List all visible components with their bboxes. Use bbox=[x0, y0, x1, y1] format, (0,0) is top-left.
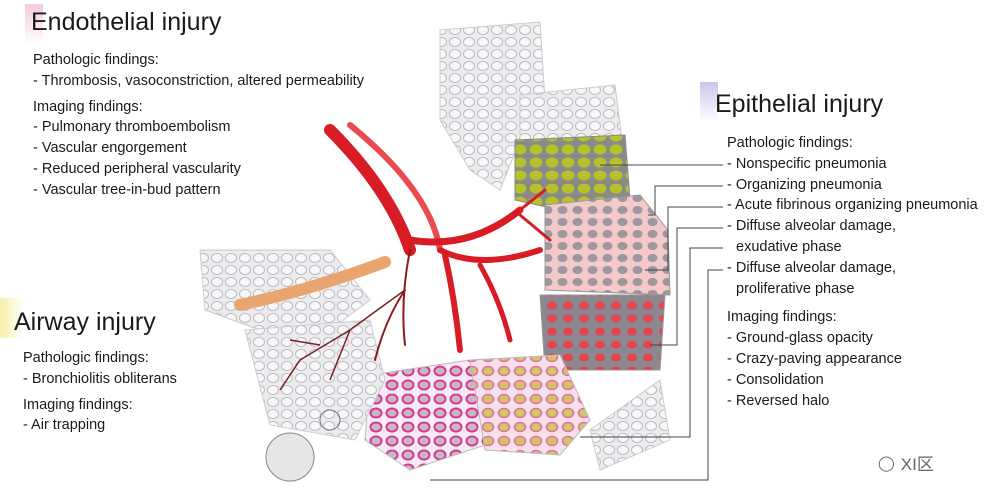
bronchiolitis-segment bbox=[364, 359, 486, 471]
leader-lines bbox=[430, 164, 723, 481]
bronchus bbox=[234, 256, 391, 311]
finding-item: - Pulmonary thromboembolism bbox=[33, 119, 231, 136]
air-trapping-lobe bbox=[244, 319, 386, 441]
epithelial-findings: Pathologic findings: - Nonspecific pneum… bbox=[727, 133, 978, 411]
finding-item-cont: proliferative phase bbox=[736, 280, 855, 297]
finding-item: - Crazy-paving appearance bbox=[727, 350, 902, 367]
finding-item: - Vascular engorgement bbox=[33, 140, 187, 157]
finding-item: - Nonspecific pneumonia bbox=[727, 155, 887, 172]
afop-segment bbox=[469, 354, 591, 456]
finding-item: - Ground-glass opacity bbox=[727, 330, 873, 347]
imaging-heading: Imaging findings: bbox=[23, 396, 133, 413]
magnified-region bbox=[319, 409, 341, 431]
magnifier-inset bbox=[265, 432, 315, 482]
finding-item-cont: exudative phase bbox=[736, 238, 842, 255]
finding-item: - Organizing pneumonia bbox=[727, 176, 882, 193]
pathologic-heading: Pathologic findings: bbox=[727, 135, 853, 151]
epithelial-accent bbox=[700, 82, 718, 122]
airway-title: Airway injury bbox=[14, 308, 156, 336]
imaging-heading: Imaging findings: bbox=[33, 98, 143, 115]
finding-item: - Bronchiolitis obliterans bbox=[23, 370, 177, 387]
pathologic-heading: Pathologic findings: bbox=[33, 52, 159, 68]
organizing-pneumonia-segment bbox=[544, 194, 671, 296]
finding-item: - Thrombosis, vasoconstriction, altered … bbox=[33, 72, 364, 89]
endothelial-title: Endothelial injury bbox=[31, 8, 222, 36]
airway-findings: Pathologic findings: - Bronchiolitis obl… bbox=[23, 348, 177, 436]
finding-item: - Reversed halo bbox=[727, 392, 830, 409]
finding-item: - Acute fibrinous organizing pneumonia bbox=[727, 197, 978, 214]
finding-item: - Reduced peripheral vascularity bbox=[33, 160, 241, 177]
watermark: ◯ XI区 bbox=[878, 450, 934, 475]
finding-item: - Air trapping bbox=[23, 417, 106, 434]
airway-accent bbox=[0, 298, 24, 338]
finding-item: - Diffuse alveolar damage, bbox=[727, 218, 896, 235]
endothelial-findings: Pathologic findings: - Thrombosis, vasoc… bbox=[33, 50, 364, 201]
endothelial-accent bbox=[25, 4, 43, 44]
upper-lobe bbox=[439, 21, 546, 191]
finding-item: - Vascular tree-in-bud pattern bbox=[33, 181, 221, 198]
wechat-icon: ◯ bbox=[878, 454, 895, 472]
pathologic-heading: Pathologic findings: bbox=[23, 350, 149, 366]
pulmonary-artery bbox=[324, 122, 552, 361]
finding-item: - Consolidation bbox=[727, 371, 824, 388]
dad-proliferative-segment bbox=[539, 294, 666, 371]
imaging-heading: Imaging findings: bbox=[727, 309, 837, 326]
watermark-text: XI区 bbox=[900, 455, 934, 474]
finding-item: - Diffuse alveolar damage, bbox=[727, 259, 896, 276]
small-airway-tree bbox=[279, 289, 406, 391]
epithelial-title: Epithelial injury bbox=[715, 90, 884, 118]
